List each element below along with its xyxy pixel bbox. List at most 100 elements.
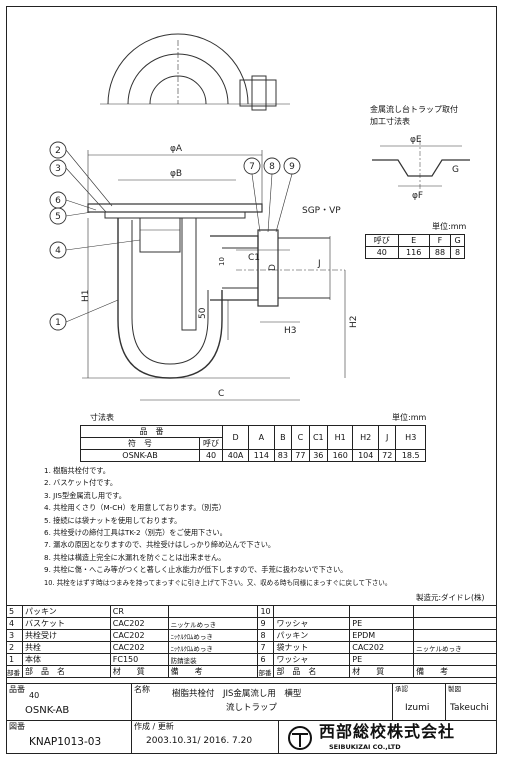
part-note: 防錆塗装	[167, 653, 259, 666]
note-item: 6. 共栓受けの締付工具はTK-2（別売）をご使用下さい。	[44, 528, 227, 538]
tb-shonin-cell: 承認 Izumi	[392, 683, 446, 721]
dim-h-J: J	[377, 425, 397, 450]
part-note	[413, 629, 497, 642]
label-J: J	[317, 259, 321, 269]
trap-h-g: G	[450, 234, 465, 247]
tb-meisho-label: 名称	[134, 685, 150, 694]
callout-5: 5	[55, 212, 61, 222]
dim-v-C1: 36	[308, 449, 328, 462]
label-H2: H2	[349, 316, 359, 329]
tb-shonin: Izumi	[405, 703, 430, 713]
trap-drawing: 2 3 6 5 4 1 7 8 9 φA φB H1 H2 H3 C C1 J …	[49, 33, 470, 401]
part-name: 本体	[21, 653, 111, 666]
part-no: 4	[6, 617, 23, 630]
part-name: ワッシャ	[273, 653, 351, 666]
dim-h-B: B	[273, 425, 293, 450]
callout-8: 8	[269, 162, 275, 172]
parts-header: 部番 部 品 名 材 質 備 考 部番 部 品 名 材 質 備 考	[6, 665, 497, 678]
note-item: 4. 共栓用くさり（M-CH）を用意しております。（別売）	[44, 503, 226, 513]
dim-table-unit: 単位:mm	[392, 413, 427, 422]
trap-table: 呼び E F G 40 116 88 8	[365, 234, 465, 259]
part-note	[413, 617, 497, 630]
dim-h-H1: H1	[326, 425, 354, 450]
dim-h-hinban: 品 番	[79, 425, 224, 438]
part-name: バスケット	[21, 617, 111, 630]
tb-sakusei-label: 作成 / 更新	[134, 722, 174, 731]
top-view-outline	[107, 33, 249, 105]
company-name-jp: 西部総校株式会社	[319, 722, 456, 741]
part-name: 共栓受け	[21, 629, 111, 642]
part-note: ニッケルめっき	[167, 617, 259, 630]
part-note: ﾆｯｹﾙｸﾛﾑめっき	[167, 629, 259, 642]
tb-zuban-label: 図番	[9, 722, 25, 731]
part-note: ニッケルめっき	[413, 641, 497, 654]
label-sgp: SGP・VP	[302, 206, 341, 216]
tb-seizu-label: 製図	[448, 685, 461, 693]
label-C: C	[218, 389, 224, 399]
note-item: 1. 樹脂共栓付です。	[44, 466, 110, 475]
maker-note: 製造元:ダイドレ(株)	[416, 593, 485, 602]
part-name: ワッシャ	[273, 617, 351, 630]
note-item: 2. バスケット付です。	[44, 478, 118, 488]
tb-zuban-cell: 図番 KNAP1013-03	[6, 720, 132, 754]
dim-v-J: 72	[377, 449, 397, 462]
trap-v-f: 88	[428, 246, 452, 259]
part-no: 1	[6, 653, 23, 666]
parts-row: 1 本体 FC150 防錆塗装 6 ワッシャ PE	[6, 653, 497, 666]
callout-3: 3	[55, 164, 61, 174]
dim-h-A: A	[248, 425, 275, 450]
trap-v-yobi: 40	[365, 246, 399, 259]
note-item: 5. 接続には袋ナットを使用しております。	[44, 515, 182, 525]
dim-v-C: 77	[291, 449, 310, 462]
dim-v-A: 114	[248, 449, 275, 462]
parts-header-note: 備 考	[413, 665, 497, 678]
trap-table-unit: 単位:mm	[432, 222, 467, 231]
parts-table: 5 パッキン CR 10 4 バスケット CAC202 ニッケルめっき 9 ワッ…	[6, 605, 497, 678]
note-item: 9. 共栓に傷・へこみ等がつくと著しく止水能力が低下しますので、手荒に扱わないで…	[44, 565, 348, 575]
dim-table: 品 番 D A B C C1 H1 H2 J H3 符 号 呼び OSNK-AB…	[79, 425, 426, 462]
tb-shonin-label: 承認	[395, 685, 408, 693]
dim-h-C1: C1	[308, 425, 328, 450]
part-no: 10	[257, 605, 275, 618]
part-no: 9	[257, 617, 275, 630]
company-name-en: SEIBUKIZAI CO.,LTD	[329, 743, 401, 751]
label-10: 10	[218, 257, 226, 266]
trap-table-title2: 加工寸法表	[370, 117, 410, 126]
part-no: 8	[257, 629, 275, 642]
callout-4: 4	[55, 246, 61, 256]
tb-hinban-label: 品番	[9, 685, 25, 694]
tb-hinban-yobi: 40	[29, 691, 40, 700]
callout-6: 6	[55, 196, 61, 206]
trap-table-title1: 金属流し台トラップ取付	[370, 105, 458, 114]
note-item: 7. 漏水の原因となりますので、共栓受けはしっかり締め込んで下さい。	[44, 540, 276, 550]
dim-v-H2: 104	[352, 449, 379, 462]
label-G: G	[452, 165, 459, 175]
part-material: PE	[349, 653, 415, 666]
part-material: EPDM	[349, 629, 415, 642]
dim-v-D: 40A	[222, 449, 250, 462]
tb-hinban-cell: 品番 40 OSNK-AB	[6, 683, 132, 721]
label-50: 50	[198, 307, 208, 319]
parts-row: 5 パッキン CR 10	[6, 605, 497, 618]
parts-row: 2 共栓 CAC202 ﾆｯｹﾙｸﾛﾑめっき 7 袋ナット CAC202 ニッケ…	[6, 641, 497, 654]
part-note	[413, 605, 497, 618]
part-material: CAC202	[349, 641, 415, 654]
parts-row: 3 共栓受け CAC202 ﾆｯｹﾙｸﾛﾑめっき 8 パッキン EPDM	[6, 629, 497, 642]
trap-h-f: F	[428, 234, 452, 247]
callout-1: 1	[55, 318, 61, 328]
callout-9: 9	[289, 162, 295, 172]
tb-company-cell: 西部総校株式会社 SEIBUKIZAI CO.,LTD	[278, 720, 497, 754]
dim-v-yobi: 40	[199, 449, 224, 462]
part-note: ﾆｯｹﾙｸﾛﾑめっき	[167, 641, 259, 654]
label-H1: H1	[81, 290, 91, 303]
notes-list: 1. 樹脂共栓付です。 2. バスケット付です。 3. JIS型金属流し用です。…	[44, 465, 391, 589]
dim-h-fugou: 符 号	[79, 437, 201, 450]
trap-v-g: 8	[450, 246, 465, 259]
dim-h-H3: H3	[395, 425, 426, 450]
label-D: D	[268, 264, 278, 271]
part-material: CR	[109, 605, 169, 618]
parts-header-no: 部番	[257, 665, 275, 678]
trap-body	[117, 218, 223, 379]
part-material	[349, 605, 415, 618]
parts-header-name: 部 品 名	[273, 665, 351, 678]
